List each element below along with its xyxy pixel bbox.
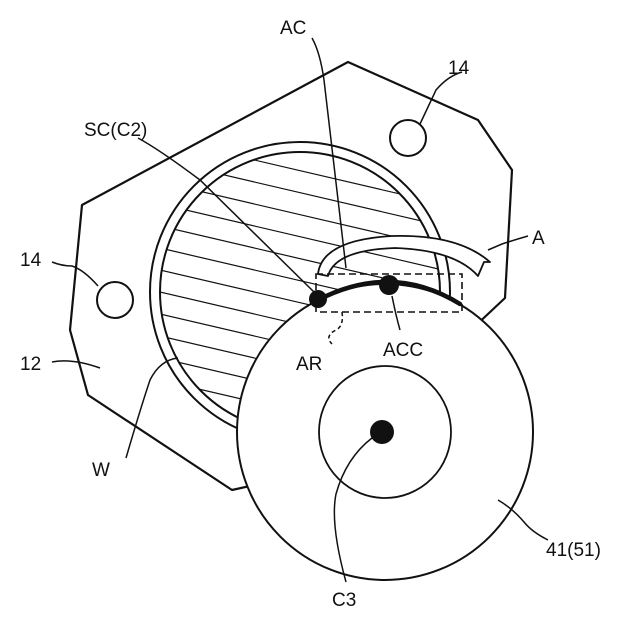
label-a: A bbox=[532, 228, 545, 249]
label-41-51: 41(51) bbox=[546, 540, 601, 561]
label-ar: AR bbox=[296, 354, 322, 375]
label-14-top: 14 bbox=[448, 58, 470, 79]
label-sc-c2: SC(C2) bbox=[84, 120, 147, 141]
hole-14-top bbox=[390, 120, 426, 156]
label-14-left: 14 bbox=[20, 250, 42, 271]
label-acc: ACC bbox=[383, 340, 423, 361]
label-12: 12 bbox=[20, 354, 41, 375]
hole-14-left bbox=[97, 282, 133, 318]
center-c3-dot bbox=[370, 420, 394, 444]
point-sc-c2 bbox=[309, 290, 327, 308]
point-acc bbox=[379, 275, 399, 295]
label-w: W bbox=[92, 460, 110, 481]
label-ac: AC bbox=[280, 18, 306, 39]
label-c3: C3 bbox=[332, 590, 356, 611]
